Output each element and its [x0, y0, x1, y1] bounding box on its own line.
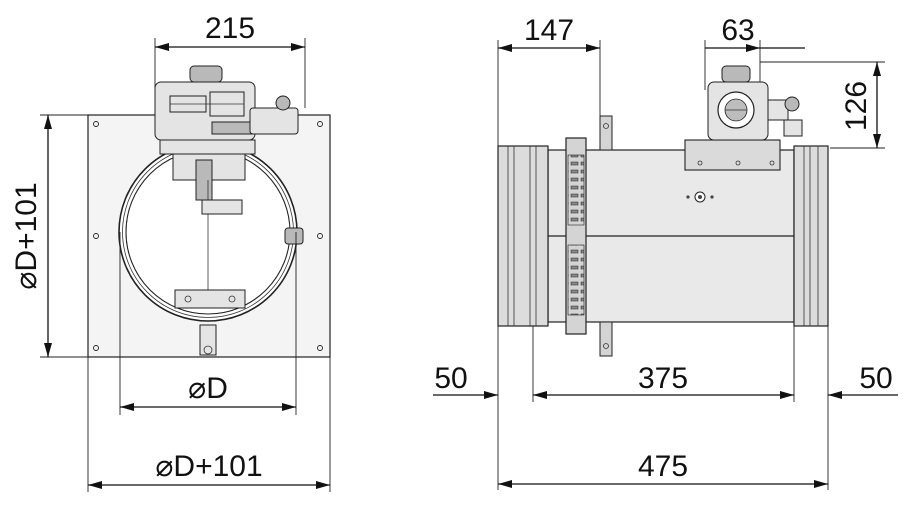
- dim-front-height: ⌀D+101: [10, 182, 43, 289]
- dim-side-right-end: 50: [859, 362, 892, 395]
- front-view: [87, 65, 331, 358]
- dim-side-left-end: 50: [434, 362, 467, 395]
- dim-side-total: 475: [638, 450, 688, 483]
- side-view: [497, 65, 829, 357]
- bracket-top: [599, 115, 613, 151]
- actuator-front: [154, 65, 299, 155]
- dim-side-vertical: 126: [840, 81, 873, 131]
- dim-side-top-left: 147: [524, 14, 574, 47]
- left-spigot: [497, 145, 549, 327]
- actuator-base: [684, 139, 781, 171]
- front-shaft: [172, 153, 304, 356]
- plate-holes: [93, 121, 323, 351]
- dim-front-inner: ⌀D: [188, 372, 228, 405]
- right-spigot: [793, 145, 829, 327]
- bracket-bottom: [599, 321, 613, 357]
- dim-side-middle: 375: [638, 362, 688, 395]
- actuator-side: [707, 65, 803, 141]
- dim-front-outer: ⌀D+101: [155, 450, 262, 483]
- body-holes: [686, 191, 714, 203]
- dim-front-top: 215: [205, 12, 255, 45]
- dim-side-top-right: 63: [721, 14, 754, 47]
- side-dimensions: 147 63 126 50 375 50 475: [433, 14, 898, 490]
- front-dimensions: 215 ⌀D+101 ⌀D ⌀D+101: [10, 12, 331, 492]
- diameter-symbol: ⌀: [10, 272, 43, 290]
